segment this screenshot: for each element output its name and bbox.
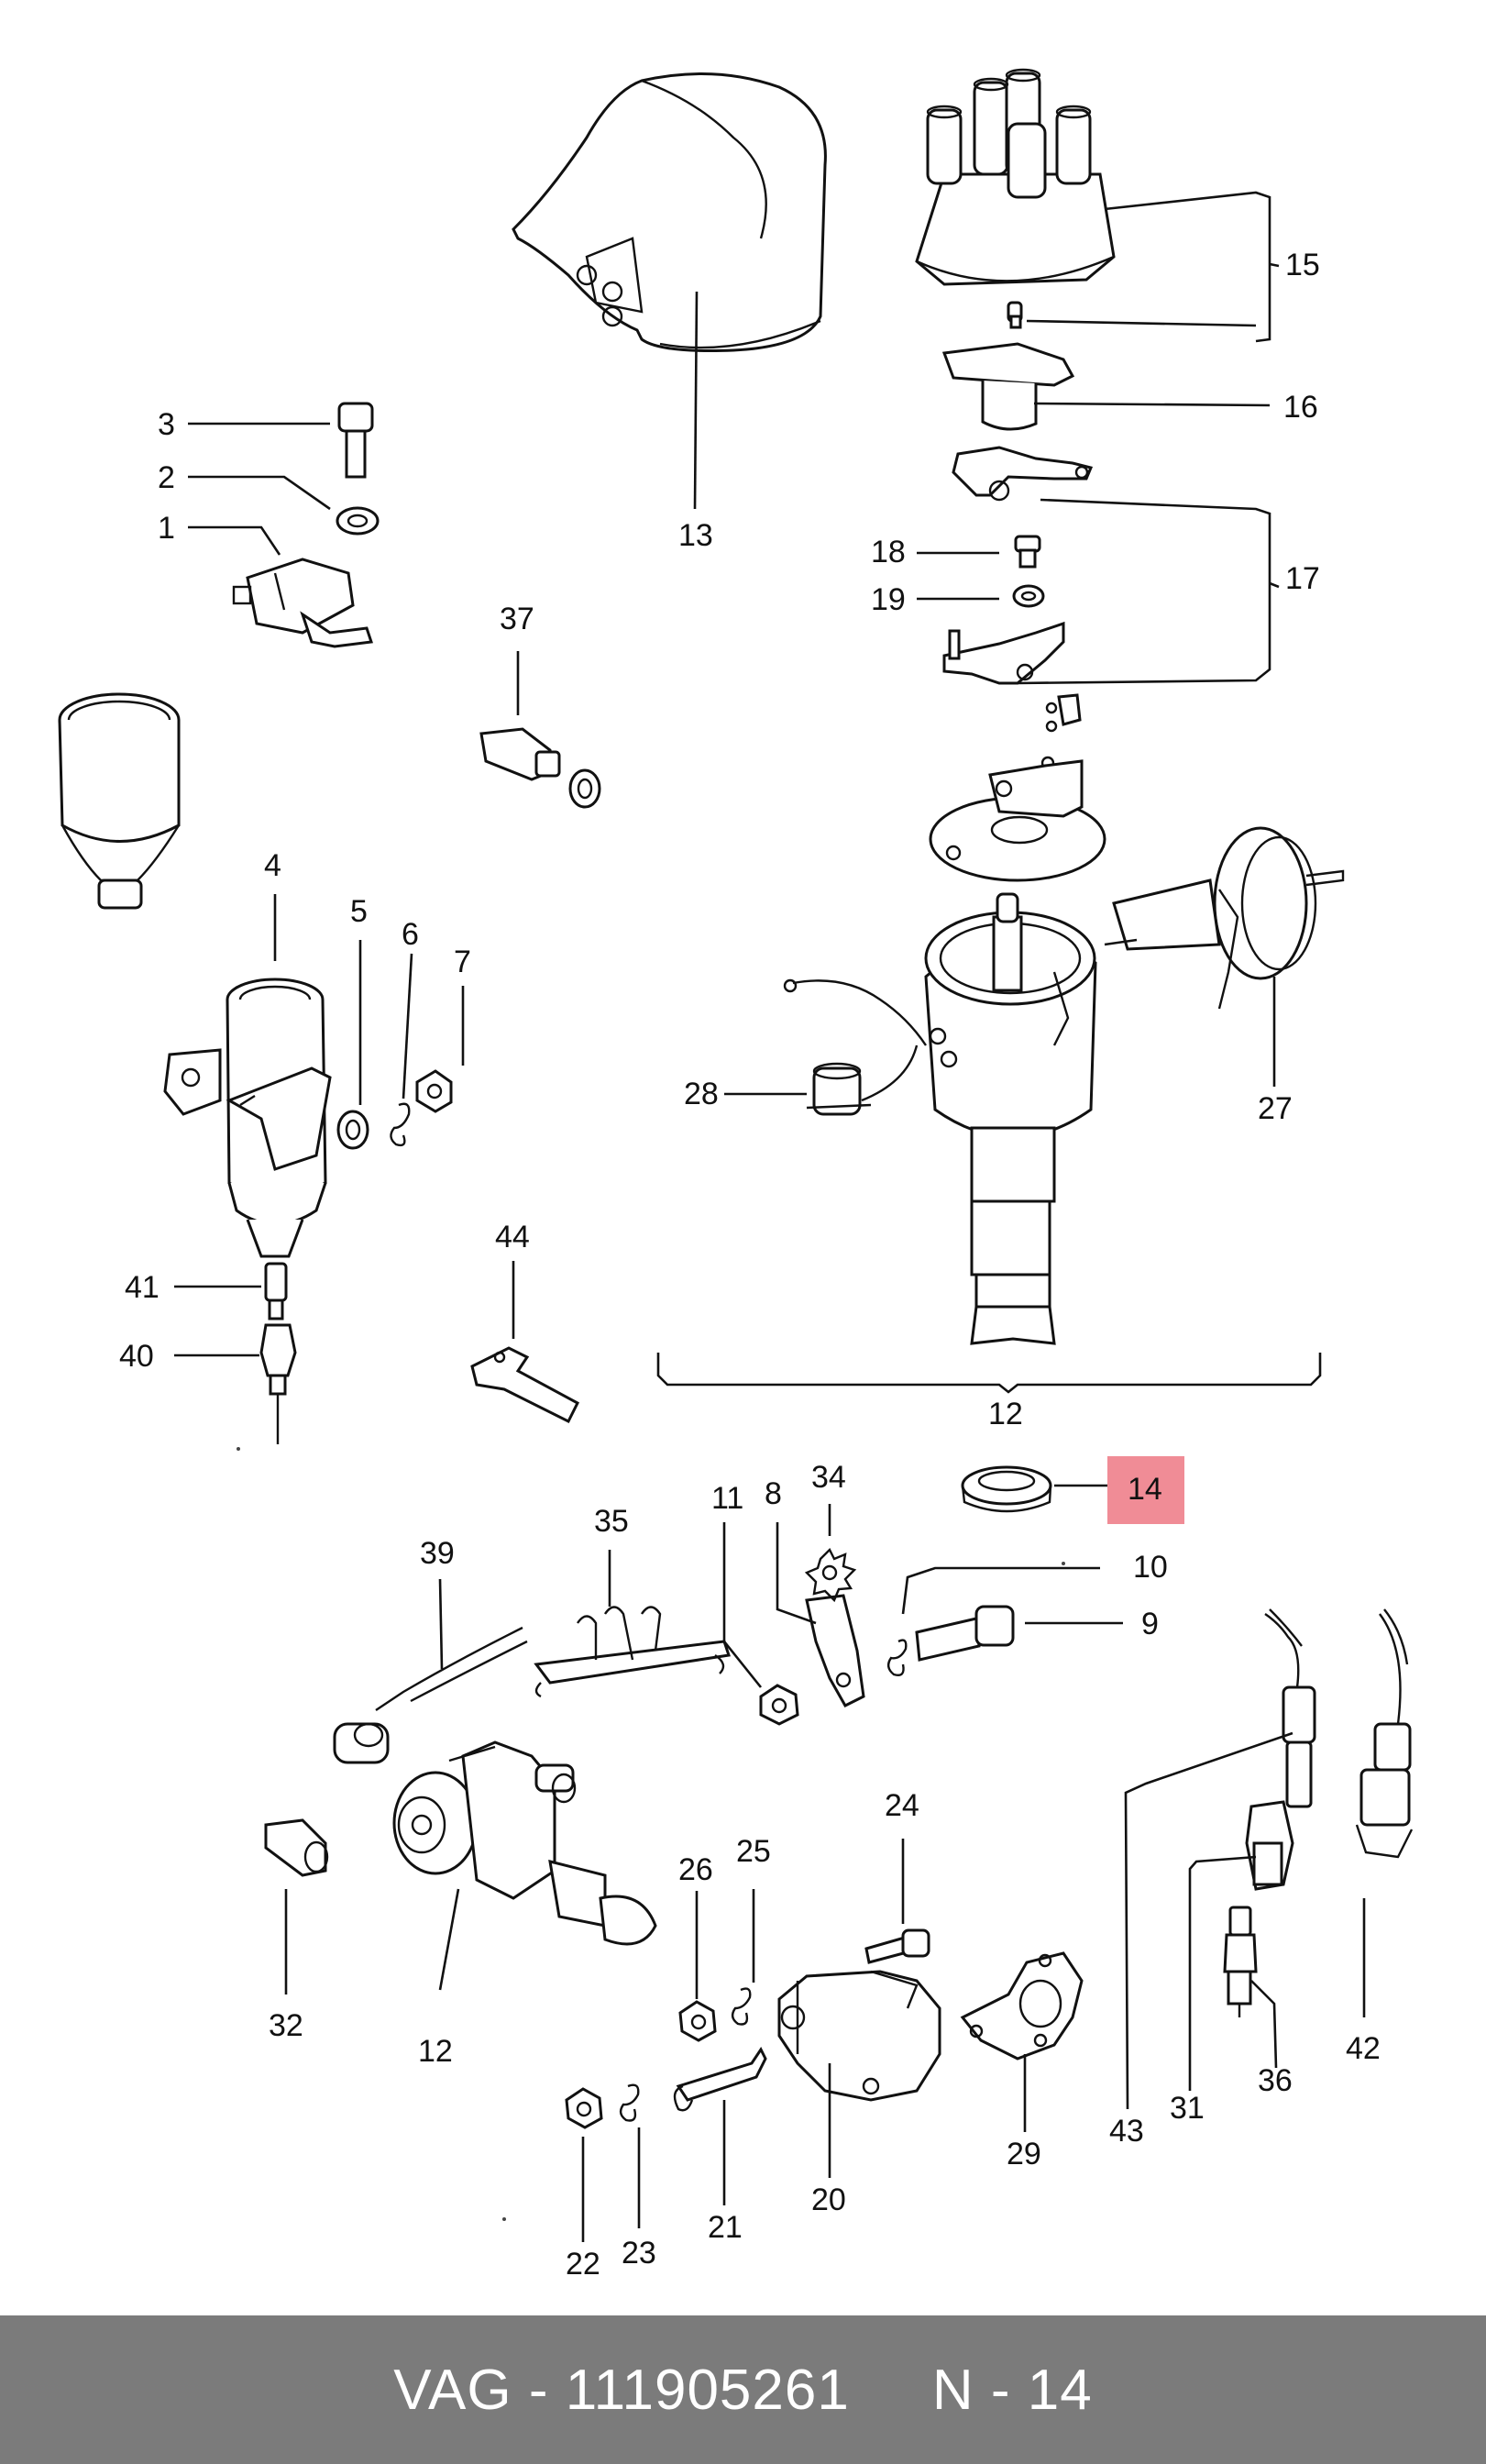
small-parts-clip [1040, 693, 1082, 770]
part-29-gasket [960, 1951, 1084, 2061]
label-35: 35 [594, 1504, 629, 1539]
part-17-contact-breaker [952, 446, 1094, 502]
part-35-bracket [534, 1606, 731, 1698]
label-34: 34 [811, 1460, 846, 1495]
part-16-rotor [941, 342, 1075, 431]
label-10: 10 [1133, 1550, 1168, 1585]
part-37-sender [479, 727, 601, 809]
label-16: 16 [1283, 390, 1318, 425]
label-15: 15 [1285, 248, 1320, 282]
label-8: 8 [765, 1476, 782, 1511]
label-37: 37 [500, 602, 534, 636]
part-14-seal-ring [961, 1465, 1052, 1513]
part-24-screw [864, 1928, 930, 1964]
label-1: 1 [158, 511, 175, 546]
label-6: 6 [402, 917, 419, 952]
part-7-nut [415, 1069, 453, 1113]
part-42-ignition-lead [1355, 1608, 1414, 1859]
part-25-spring-washer [731, 1987, 752, 2026]
part-20-housing [777, 1970, 941, 2102]
part-40-plug-cap [259, 1323, 297, 1444]
label-17: 17 [1285, 561, 1320, 596]
label-43: 43 [1109, 2114, 1144, 2149]
part-44-cable-tie [470, 1346, 579, 1424]
part-18-screw [1014, 535, 1041, 569]
distributor-base-plate [929, 759, 1106, 882]
part-2-washer [336, 506, 380, 536]
part-27-vacuum-unit [1104, 826, 1345, 1010]
part-6-spring-washer [390, 1102, 411, 1147]
part-34-star-washer [804, 1547, 857, 1603]
part-36-spark-plug [1223, 1906, 1258, 2017]
label-7: 7 [454, 945, 471, 979]
part-28-condenser [806, 1044, 919, 1116]
label-39: 39 [420, 1536, 455, 1571]
part-17-breaker-plate [942, 621, 1065, 685]
part-15-distributor-cap [915, 68, 1116, 329]
label-12-top: 12 [988, 1397, 1023, 1431]
part-reference: VAG - 111905261 [393, 2358, 850, 2422]
position-reference: N - 14 [931, 2358, 1093, 2422]
label-3: 3 [158, 407, 175, 442]
label-36: 36 [1258, 2063, 1293, 2098]
label-28: 28 [684, 1077, 719, 1111]
label-22: 22 [566, 2247, 600, 2282]
label-14: 14 [1128, 1472, 1162, 1507]
part-4-ignition-coil [163, 978, 332, 1258]
label-19: 19 [871, 582, 906, 617]
exploded-parts-diagram: 3 2 1 4 5 6 7 41 40 37 44 13 15 16 17 18… [58, 68, 1414, 2282]
part-19-washer [1012, 584, 1045, 608]
label-18: 18 [871, 535, 906, 569]
part-10-spring-washer [886, 1639, 908, 1677]
part-21-clip [673, 2047, 767, 2112]
label-21: 21 [708, 2210, 743, 2245]
part-32-cap [264, 1818, 329, 1877]
label-41: 41 [125, 1270, 160, 1305]
part-39-hose [333, 1626, 528, 1764]
label-31: 31 [1170, 2091, 1205, 2126]
label-25: 25 [736, 1834, 771, 1869]
part-41-connector [264, 1262, 288, 1320]
reservoir-container [58, 692, 181, 910]
label-5: 5 [350, 894, 368, 929]
label-26: 26 [678, 1852, 713, 1887]
label-23: 23 [622, 2236, 656, 2271]
part-12-distributor-variant [392, 1740, 657, 1946]
part-3-bolt [337, 402, 374, 479]
part-31-plug-connector [1245, 1800, 1294, 1891]
label-42: 42 [1346, 2031, 1381, 2066]
label-20: 20 [811, 2182, 846, 2217]
part-43-ignition-lead [1264, 1608, 1316, 1808]
part-12-distributor-assembly [783, 892, 1097, 1345]
part-14-highlight [1107, 1456, 1184, 1524]
label-44: 44 [495, 1220, 530, 1254]
part-5-washer [336, 1110, 369, 1150]
part-23-spring-washer [619, 2083, 640, 2122]
label-29: 29 [1007, 2137, 1041, 2171]
label-40: 40 [119, 1339, 154, 1374]
part-11-nut [759, 1684, 799, 1726]
footer-bar: VAG - 111905261 N - 14 [0, 2315, 1486, 2464]
label-2: 2 [158, 460, 175, 495]
part-22-nut [565, 2087, 603, 2129]
label-24: 24 [885, 1788, 919, 1823]
part-1-relay [232, 558, 374, 648]
label-11: 11 [711, 1481, 743, 1516]
label-12-bottom: 12 [418, 2034, 453, 2069]
label-13: 13 [678, 518, 713, 553]
label-9: 9 [1141, 1607, 1159, 1641]
part-8-bracket [805, 1594, 865, 1707]
label-4: 4 [264, 848, 281, 883]
part-26-nut [678, 2000, 717, 2042]
label-27: 27 [1258, 1091, 1293, 1126]
label-32: 32 [269, 2008, 303, 2043]
part-13-cover [512, 72, 827, 352]
part-9-bolt [915, 1605, 1015, 1662]
